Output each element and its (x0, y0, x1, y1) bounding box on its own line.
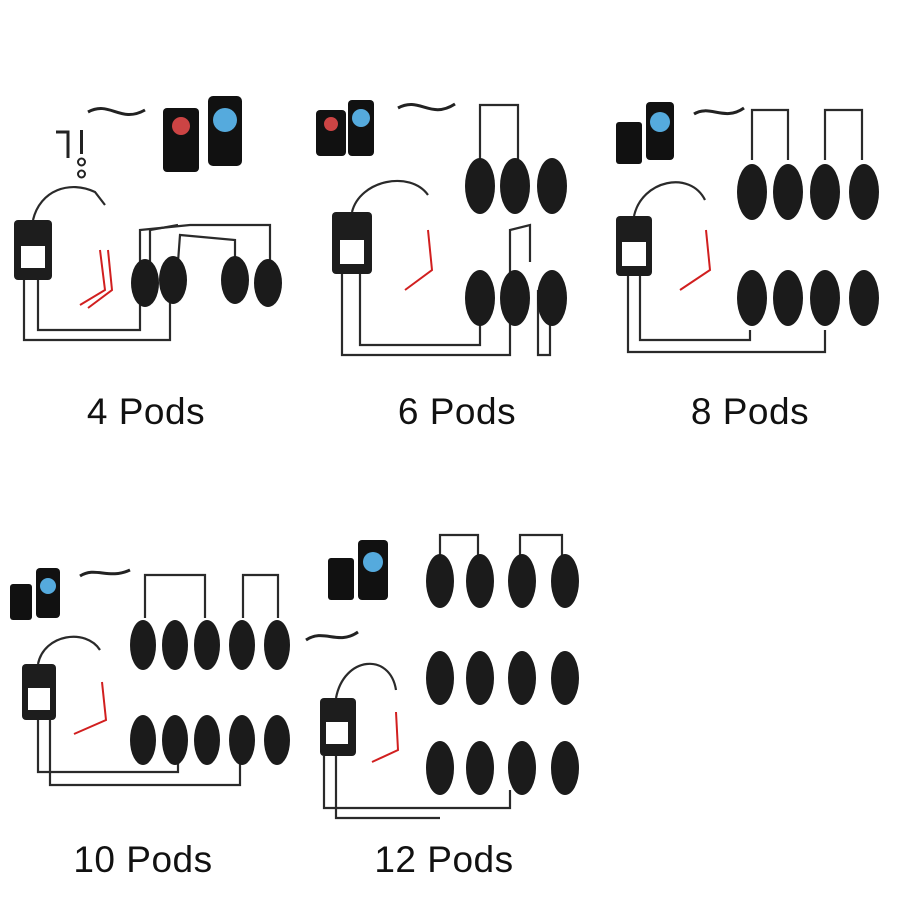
controller-box-icon (616, 216, 652, 276)
hex-key-icon (56, 130, 70, 158)
kit-12-pods-illustration (305, 533, 579, 820)
remote-icon (10, 584, 32, 620)
controller-box-icon (14, 220, 52, 280)
kit-10-pods: 10 Pods (0, 450, 300, 900)
screw-set-icon (77, 130, 86, 179)
phone-app-icon (208, 96, 242, 166)
kit-4-pods: 4 Pods (0, 0, 300, 450)
extension-cable-icon (87, 107, 146, 117)
kit-6-pods: 6 Pods (300, 0, 600, 450)
controller-box-icon (320, 698, 356, 756)
phone-app-icon (358, 540, 388, 600)
remote-icon (163, 108, 199, 172)
controller-box-icon (22, 664, 56, 720)
kit-10-pods-illustration (10, 568, 290, 787)
kit-8-pods: 8 Pods (600, 0, 900, 450)
rock-light-pod-icon (131, 256, 282, 307)
kit-12-pods: 12 Pods (300, 450, 600, 900)
phone-app-icon (36, 568, 60, 618)
rock-light-pod-icon (737, 164, 879, 326)
rock-light-pod-icon (465, 158, 567, 326)
extension-cable-icon (693, 106, 745, 116)
kit-label: 12 Pods (374, 839, 514, 880)
remote-icon (328, 558, 354, 600)
kit-label: 8 Pods (690, 391, 810, 432)
extension-cable-icon (397, 102, 456, 112)
kit-4-pods-illustration (14, 96, 282, 342)
controller-box-icon (332, 212, 372, 274)
remote-icon (616, 122, 642, 164)
extension-cable-icon (79, 568, 131, 578)
rock-light-pod-icon (130, 620, 290, 765)
extension-cable-icon (305, 630, 359, 642)
kit-6-pods-illustration (316, 100, 567, 357)
remote-icon (316, 110, 346, 156)
screw-set-icon (404, 118, 456, 164)
kit-label: 6 Pods (397, 391, 517, 432)
kit-8-pods-illustration (616, 102, 879, 354)
kit-label: 10 Pods (73, 839, 213, 880)
phone-app-icon (348, 100, 374, 156)
rock-light-pod-icon (426, 554, 579, 795)
phone-app-icon (646, 102, 674, 160)
kit-label: 4 Pods (86, 391, 206, 432)
